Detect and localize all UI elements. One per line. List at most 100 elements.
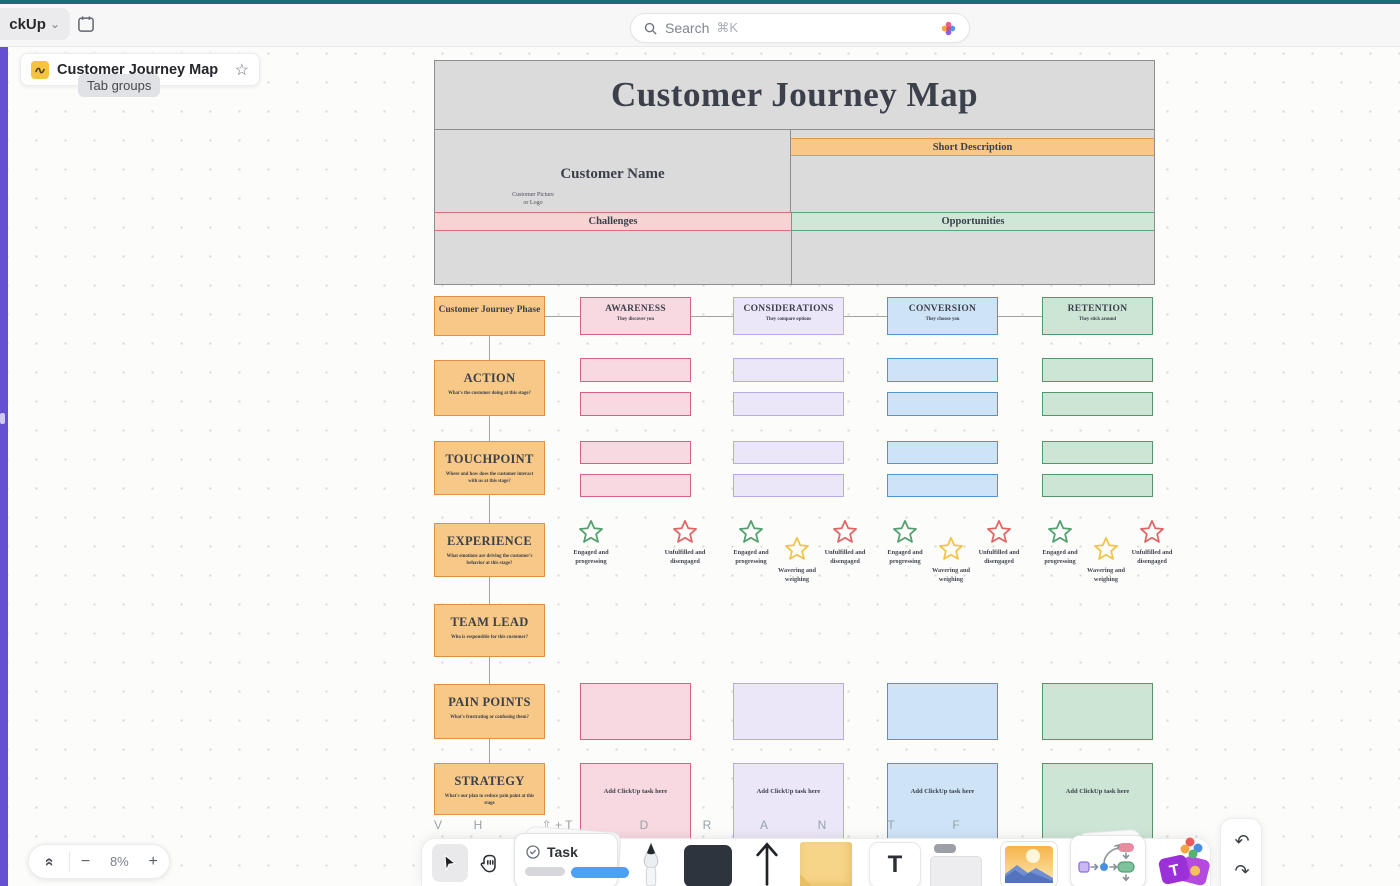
- zoom-controls: « − 8% +: [28, 844, 170, 879]
- templates-tool[interactable]: T: [1154, 835, 1214, 886]
- star-wavering[interactable]: [1092, 535, 1120, 563]
- map-title[interactable]: Customer Journey Map: [435, 61, 1154, 130]
- row-label-experience[interactable]: EXPERIENCE What emotions are driving the…: [434, 523, 545, 577]
- hand-tool[interactable]: [472, 844, 508, 882]
- sidebar-drag-handle[interactable]: [0, 413, 5, 424]
- star-engaged[interactable]: [737, 518, 765, 546]
- action-cell[interactable]: [1042, 358, 1153, 382]
- redo-button[interactable]: ↷: [1234, 860, 1250, 881]
- touchpoint-cell[interactable]: [733, 441, 844, 464]
- frame-tool-tab[interactable]: [934, 844, 956, 853]
- action-cell[interactable]: [887, 358, 998, 382]
- phase-box-conversion[interactable]: CONVERSION They choose you: [887, 297, 998, 335]
- pen-icon: [643, 841, 659, 886]
- connector-1: [545, 316, 580, 317]
- touchpoint-cell[interactable]: [580, 474, 691, 497]
- task-card-label: Task: [547, 844, 578, 860]
- calendar-button[interactable]: [74, 13, 98, 35]
- task-pill-gray: [525, 867, 565, 876]
- strategy-cell[interactable]: Add ClickUp task here: [887, 763, 998, 839]
- shortcut-note: N: [817, 818, 827, 832]
- customer-name-cell[interactable]: Customer Name Customer Picture or Logo: [435, 130, 791, 212]
- search-bar[interactable]: Search ⌘K: [630, 13, 970, 43]
- phase-box-retention[interactable]: RETENTION They stick around: [1042, 297, 1153, 335]
- row-label-strategy[interactable]: STRATEGY What's our plan to reduce pain …: [434, 763, 545, 815]
- sidebar-accent-bar[interactable]: [0, 47, 8, 886]
- shortcut-select: V: [433, 818, 442, 832]
- row-label-pain-points[interactable]: PAIN POINTS What's frustrating or confus…: [434, 684, 545, 739]
- templates-icon: T: [1158, 837, 1210, 886]
- star-label: Engaged and progressing: [573, 549, 609, 566]
- touchpoint-cell[interactable]: [887, 474, 998, 497]
- image-tool[interactable]: [1000, 841, 1058, 886]
- flowchart-tool[interactable]: [1070, 835, 1146, 886]
- shape-tool[interactable]: [684, 845, 732, 886]
- star-unfulfilled[interactable]: [985, 518, 1013, 546]
- touchpoint-cell[interactable]: [733, 474, 844, 497]
- frame-tool[interactable]: [930, 856, 982, 886]
- touchpoint-cell[interactable]: [1042, 474, 1153, 497]
- arrow-tool[interactable]: [750, 839, 784, 886]
- row-label-action[interactable]: ACTION What's the customer doing at this…: [434, 360, 545, 416]
- star-label: Wavering and weighing: [778, 567, 816, 584]
- star-unfulfilled[interactable]: [671, 518, 699, 546]
- strategy-cell[interactable]: Add ClickUp task here: [733, 763, 844, 839]
- pain-points-cell[interactable]: [887, 683, 998, 740]
- star-wavering[interactable]: [783, 535, 811, 563]
- text-tool[interactable]: T: [869, 842, 921, 886]
- pain-points-cell[interactable]: [733, 683, 844, 740]
- action-cell[interactable]: [1042, 392, 1153, 416]
- calendar-icon: [78, 16, 94, 32]
- star-label: Unfulfilled and disengaged: [1131, 549, 1173, 566]
- row-label-team-lead[interactable]: TEAM LEAD Who is responsible for this cu…: [434, 604, 545, 657]
- star-unfulfilled[interactable]: [831, 518, 859, 546]
- touchpoint-cell[interactable]: [1042, 441, 1153, 464]
- touchpoint-cell[interactable]: [887, 441, 998, 464]
- star-engaged[interactable]: [891, 518, 919, 546]
- browser-top-strip: [0, 0, 1400, 4]
- phase-box-awareness[interactable]: AWARENESS They discover you: [580, 297, 691, 335]
- star-label: Wavering and weighing: [1087, 567, 1125, 584]
- touchpoint-cell[interactable]: [580, 441, 691, 464]
- journey-map-header-table[interactable]: Customer Journey Map Customer Name Custo…: [434, 60, 1155, 285]
- row-label-touchpoint[interactable]: TOUCHPOINT Where and how does the custom…: [434, 441, 545, 495]
- strategy-cell[interactable]: Add ClickUp task here: [1042, 763, 1153, 839]
- zoom-in-button[interactable]: +: [148, 852, 158, 870]
- strategy-cell[interactable]: Add ClickUp task here: [580, 763, 691, 839]
- workspace-switcher[interactable]: ckUp ⌄: [0, 8, 70, 40]
- pain-points-cell[interactable]: [1042, 683, 1153, 740]
- sticky-note-tool[interactable]: [800, 842, 852, 886]
- star-engaged[interactable]: [577, 518, 605, 546]
- star-engaged[interactable]: [1046, 518, 1074, 546]
- star-label: Unfulfilled and disengaged: [824, 549, 866, 566]
- star-wavering[interactable]: [937, 535, 965, 563]
- customer-name-label: Customer Name: [560, 166, 665, 182]
- collapse-toolbar-button[interactable]: «: [40, 857, 58, 866]
- task-card-pills: [525, 867, 629, 878]
- shortcut-shape: R: [702, 818, 712, 832]
- action-cell[interactable]: [580, 358, 691, 382]
- select-tool[interactable]: [432, 844, 468, 882]
- pain-points-cell[interactable]: [580, 683, 691, 740]
- challenges-header[interactable]: Challenges: [435, 212, 791, 231]
- ai-sparkle-icon[interactable]: [940, 20, 957, 37]
- whiteboard-canvas[interactable]: Customer Journey Map ☆ Tab groups Custom…: [8, 47, 1400, 886]
- undo-button[interactable]: ↶: [1234, 830, 1250, 851]
- strategy-cell-label: Add ClickUp task here: [756, 788, 821, 795]
- draw-tool[interactable]: [634, 841, 668, 886]
- zoom-out-button[interactable]: −: [80, 852, 91, 870]
- opportunities-header[interactable]: Opportunities: [791, 212, 1154, 231]
- phase-column-label-box[interactable]: Customer Journey Phase: [434, 296, 545, 336]
- star-unfulfilled[interactable]: [1138, 518, 1166, 546]
- short-description-header[interactable]: Short Description: [791, 138, 1154, 156]
- arrow-up-icon: [756, 842, 778, 886]
- action-cell[interactable]: [733, 358, 844, 382]
- action-cell[interactable]: [733, 392, 844, 416]
- favorite-star-icon[interactable]: ☆: [234, 61, 249, 79]
- phase-box-considerations[interactable]: CONSIDERATIONS They compare options: [733, 297, 844, 335]
- action-cell[interactable]: [887, 392, 998, 416]
- hand-icon: [480, 854, 496, 873]
- workspace-label: ckUp: [9, 15, 46, 33]
- task-card-tool[interactable]: Task: [514, 833, 629, 886]
- action-cell[interactable]: [580, 392, 691, 416]
